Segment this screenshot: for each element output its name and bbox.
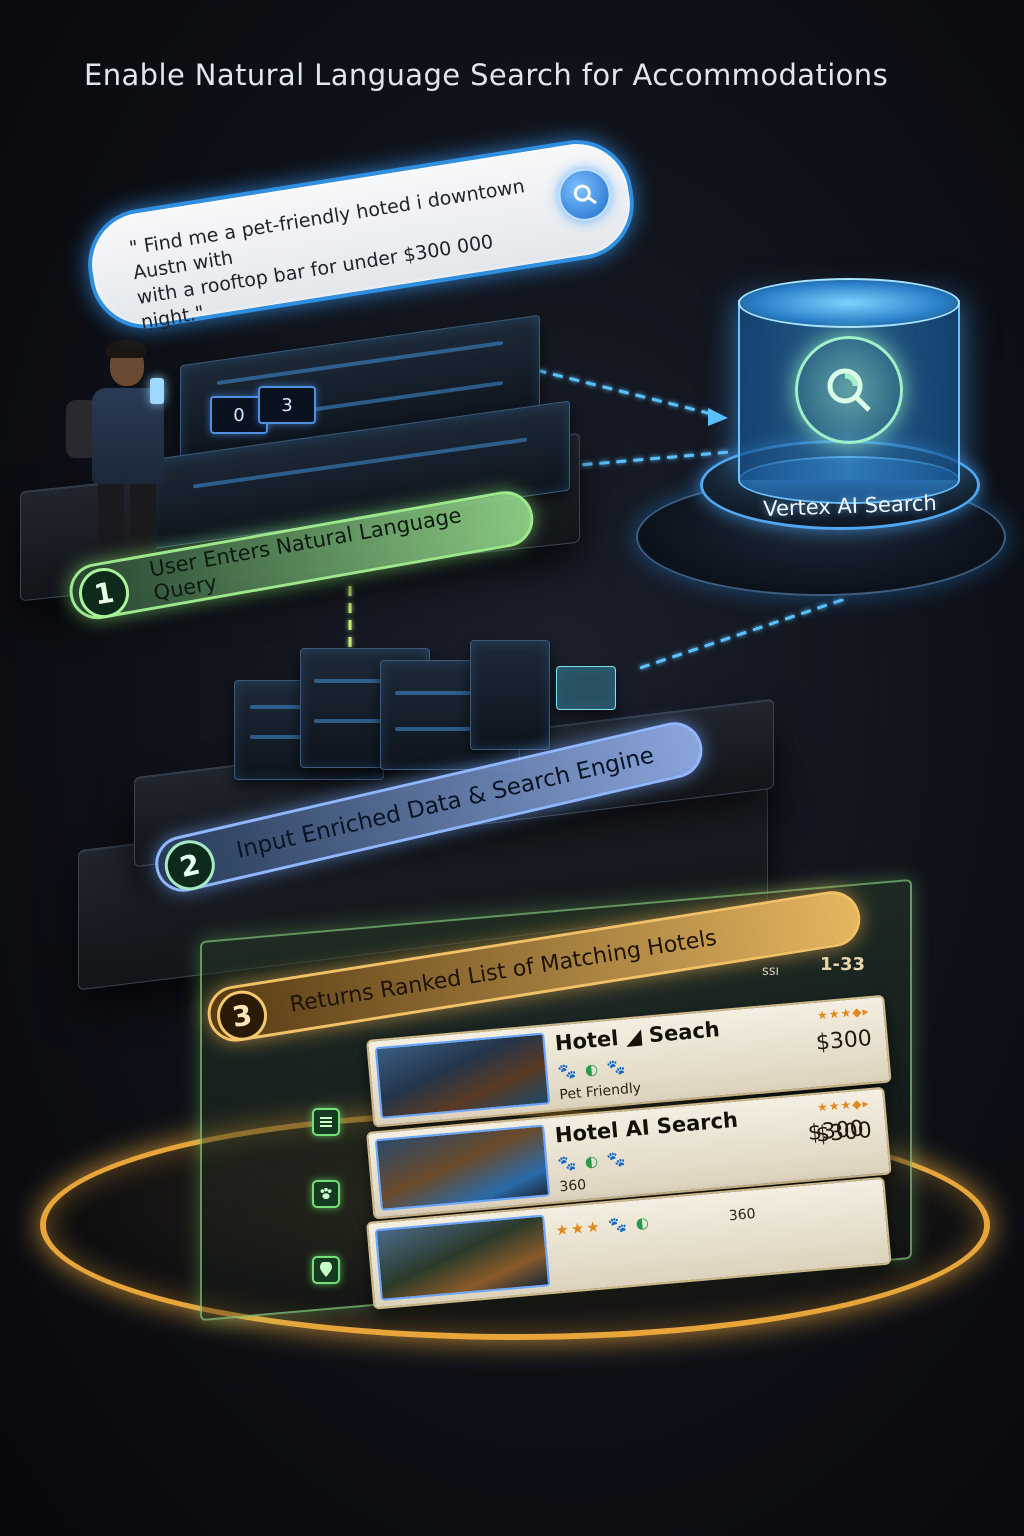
results-counter: 1-33 — [820, 954, 866, 975]
hotel-name-2: Hotel AI Search — [553, 1107, 739, 1148]
leaf-icon: ◐ — [584, 1059, 601, 1079]
paw-icon: 🐾 — [556, 1153, 579, 1174]
hotel-photo-2 — [374, 1124, 551, 1211]
search-icon — [573, 184, 597, 205]
data-server-4 — [470, 640, 550, 750]
search-button[interactable] — [554, 165, 615, 225]
search-bar[interactable]: " Find me a pet-friendly hoted i downtow… — [80, 131, 643, 337]
console-digit-b: 3 — [258, 386, 316, 424]
phone-icon — [150, 378, 164, 404]
results-mini-label: ssı — [762, 964, 780, 979]
location-pin-icon[interactable] — [312, 1256, 340, 1284]
hotel-photo-3 — [374, 1214, 551, 1301]
hotel-price-1: $300 — [814, 1025, 873, 1056]
hotel-amenities-3: ★★★ 🐾 ◐ — [555, 1213, 652, 1239]
arrow-head-vertex — [708, 408, 728, 426]
person-body — [92, 388, 164, 484]
hotel-name-1: Hotel ◢ Seach — [553, 1017, 721, 1056]
vertex-search-logo-icon — [795, 336, 903, 444]
hotel-photo-1 — [374, 1032, 551, 1119]
step-1-number: 1 — [75, 564, 133, 623]
paw-icon: 🐾 — [605, 1057, 629, 1078]
person-hair — [106, 340, 146, 358]
leaf-icon: ◐ — [634, 1213, 652, 1233]
paw-icon: 🐾 — [556, 1061, 579, 1082]
vertex-cylinder-top — [738, 278, 960, 328]
step-3-number: 3 — [213, 987, 271, 1045]
leaf-icon: ◐ — [584, 1151, 601, 1171]
hotel-amenities-2: 🐾 ◐ 🐾 — [557, 1149, 628, 1173]
page-title: Enable Natural Language Search for Accom… — [84, 58, 889, 92]
paw-filter-icon[interactable] — [312, 1180, 340, 1208]
hotel-tag-2: 360 — [558, 1177, 587, 1196]
hotel-price-3: $300 — [806, 1116, 865, 1147]
connector-query-to-vertex — [519, 364, 721, 418]
hotel-tag-1: Pet Friendly — [558, 1080, 642, 1104]
paw-icon: 🐾 — [605, 1149, 629, 1170]
hotel-stars-1: ★★★◆▸ — [816, 1004, 870, 1023]
hotel-stars-2: ★★★◆▸ — [816, 1096, 870, 1115]
list-icon[interactable] — [312, 1108, 340, 1136]
paw-icon: 🐾 — [607, 1215, 630, 1235]
star-icon: ★★★ — [554, 1217, 603, 1240]
data-server-5 — [556, 666, 616, 710]
hotel-tag-3: 360 — [728, 1206, 757, 1225]
hotel-amenities-1: 🐾 ◐ 🐾 — [557, 1057, 628, 1081]
